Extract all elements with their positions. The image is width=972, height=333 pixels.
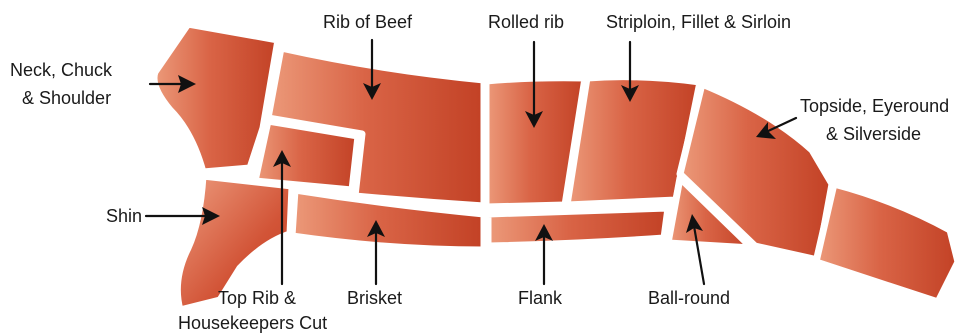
label-rolled-rib: Rolled rib [488,12,564,32]
label-top-rib-line1: Top Rib & [218,288,296,308]
label-shin: Shin [106,206,142,226]
cut-top-rib-housekeepers [255,121,358,190]
label-brisket: Brisket [347,288,402,308]
label-topside-line1: Topside, Eyeround [800,96,949,116]
label-flank: Flank [518,288,563,308]
label-rib-of-beef: Rib of Beef [323,12,413,32]
label-neck-chuck-shoulder-line1: Neck, Chuck [10,60,113,80]
label-neck-chuck-shoulder-line2: & Shoulder [22,88,111,108]
cut-leg-tip [816,184,958,302]
cut-flank [488,208,668,246]
label-top-rib-line2: Housekeepers Cut [178,313,327,333]
label-ball-round: Ball-round [648,288,730,308]
label-topside-line2: & Silverside [826,124,921,144]
label-striploin-fillet-sirloin: Striploin, Fillet & Sirloin [606,12,791,32]
